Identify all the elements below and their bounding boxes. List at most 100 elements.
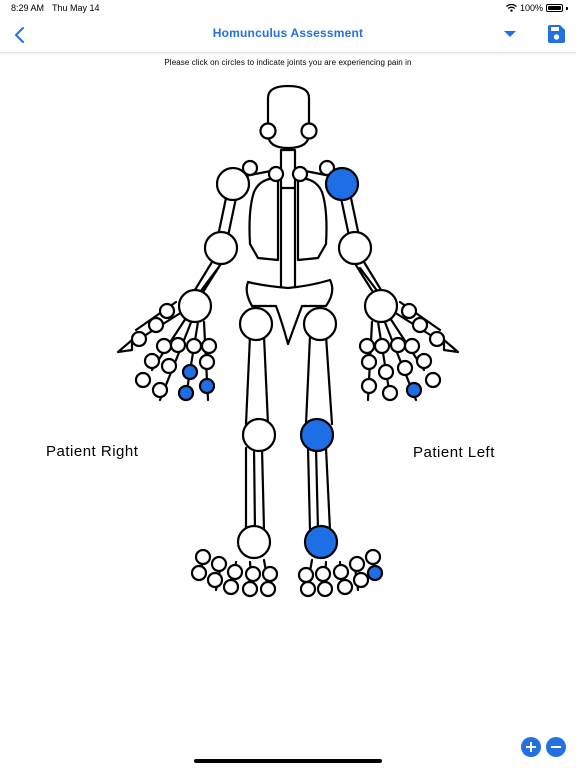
left-foot-toe-4-a[interactable] (348, 555, 366, 573)
battery-percent: 100% (519, 3, 543, 13)
right-hip-joint[interactable] (238, 306, 274, 342)
humerus-right (216, 196, 238, 238)
status-date: Thu May 14 (52, 3, 100, 13)
sternoclavicular-left-joint[interactable] (291, 165, 309, 183)
right-foot-toe-4-b[interactable] (241, 580, 259, 598)
left-elbow-joint[interactable] (337, 230, 373, 266)
left-hand-finger-5-pip[interactable] (360, 353, 378, 371)
left-foot-toe-2-a[interactable] (314, 565, 332, 583)
status-bar: 8:29 AM Thu May 14 100% (0, 0, 576, 16)
patient-left-label: Patient Left (413, 444, 495, 461)
left-foot-toe-5-a[interactable] (364, 548, 382, 566)
right-foot-toe-4-a[interactable] (244, 565, 262, 583)
right-hand-finger-2-dip[interactable] (134, 371, 152, 389)
nav-bar: Homunculus Assessment (0, 16, 576, 53)
left-hand-finger-5-mcp[interactable] (358, 337, 376, 355)
page-title: Homunculus Assessment (212, 26, 364, 40)
right-hand-finger-4-dip[interactable] (177, 384, 195, 402)
left-hand-thumb-ip[interactable] (428, 330, 446, 348)
right-foot-toe-1-b[interactable] (190, 564, 208, 582)
status-time: 8:29 AM (11, 3, 45, 13)
left-hand-finger-3-pip[interactable] (396, 359, 414, 377)
right-foot-toe-3-a[interactable] (226, 563, 244, 581)
jaw-left-joint[interactable] (300, 122, 318, 140)
right-foot-toe-1-a[interactable] (194, 548, 212, 566)
right-hand-thumb-ip[interactable] (130, 330, 148, 348)
right-foot-toe-2-b[interactable] (206, 571, 224, 589)
zoom-in-button[interactable] (521, 737, 541, 757)
right-hand-thumb-cmc[interactable] (158, 302, 176, 320)
joint-circles (130, 122, 446, 598)
right-thumb-tip (116, 338, 134, 354)
tibia-left (306, 446, 332, 532)
femur-right (244, 334, 270, 426)
right-hand-finger-3-pip[interactable] (160, 357, 178, 375)
skull (266, 84, 311, 150)
wifi-icon (506, 4, 517, 12)
left-foot-toe-5-outer[interactable] (366, 564, 384, 582)
humerus-left (339, 196, 361, 238)
right-hand-finger-3-dip[interactable] (151, 381, 169, 399)
left-hand-finger-2-mcp[interactable] (403, 337, 421, 355)
left-foot-toe-3-b[interactable] (336, 578, 354, 596)
save-button[interactable] (546, 24, 566, 44)
left-hand-finger-5-dip[interactable] (360, 377, 378, 395)
battery-icon (546, 4, 563, 12)
left-hand-thumb-cmc[interactable] (400, 302, 418, 320)
right-hand-finger-5-dip[interactable] (198, 377, 216, 395)
left-ankle-joint[interactable] (303, 524, 339, 560)
left-thumb-tip (442, 338, 460, 354)
patient-right-label: Patient Right (46, 443, 139, 460)
right-knee-joint[interactable] (241, 417, 277, 453)
left-hand-finger-3-mcp[interactable] (389, 336, 407, 354)
right-hand-finger-3-mcp[interactable] (169, 336, 187, 354)
left-hand-finger-2-dip[interactable] (424, 371, 442, 389)
left-foot-toe-2-b[interactable] (316, 580, 334, 598)
right-elbow-joint[interactable] (203, 230, 239, 266)
jaw-right-joint[interactable] (259, 122, 277, 140)
right-shoulder-joint[interactable] (215, 166, 251, 202)
left-hand-finger-4-pip[interactable] (377, 363, 395, 381)
left-hand-finger-4-dip[interactable] (405, 381, 423, 399)
pelvis (245, 278, 334, 346)
tibia-right (244, 446, 266, 532)
dropdown-button[interactable] (502, 28, 518, 40)
status-indicators: 100% (506, 3, 568, 13)
left-foot-toe-1-b[interactable] (299, 580, 317, 598)
left-wrist-joint[interactable] (363, 288, 399, 324)
right-hand-finger-5-mcp[interactable] (200, 337, 218, 355)
zoom-out-button[interactable] (546, 737, 566, 757)
femur-left (304, 334, 334, 426)
left-shoulder-joint[interactable] (324, 166, 360, 202)
right-ankle-joint[interactable] (236, 524, 272, 560)
right-hand-finger-2-pip[interactable] (143, 352, 161, 370)
back-button[interactable] (10, 24, 32, 46)
left-hip-joint[interactable] (302, 306, 338, 342)
left-foot-toe-3-a[interactable] (332, 563, 350, 581)
rib-left (296, 176, 328, 262)
left-hand-finger-2-pip[interactable] (415, 352, 433, 370)
right-hand-finger-5-pip[interactable] (198, 353, 216, 371)
right-hand-thumb-mcp[interactable] (147, 316, 165, 334)
right-foot-toe-2-a[interactable] (210, 555, 228, 573)
left-hand-finger-3-dip[interactable] (381, 384, 399, 402)
battery-tip (566, 6, 568, 10)
right-hand-finger-2-mcp[interactable] (155, 337, 173, 355)
instruction-text: Please click on circles to indicate join… (164, 58, 412, 67)
rib-right (248, 176, 280, 262)
floppy-disk-icon (548, 25, 565, 43)
left-hand-thumb-mcp[interactable] (411, 316, 429, 334)
right-foot-toe-5-a[interactable] (261, 565, 279, 583)
sternoclavicular-right-joint[interactable] (267, 165, 285, 183)
right-wrist-joint[interactable] (177, 288, 213, 324)
left-knee-joint[interactable] (299, 417, 335, 453)
right-foot-toe-5-b[interactable] (259, 580, 277, 598)
left-foot-toe-4-b[interactable] (352, 571, 370, 589)
left-hand-finger-4-mcp[interactable] (373, 337, 391, 355)
caret-down-icon (504, 31, 516, 37)
left-foot-toe-1-a[interactable] (297, 566, 315, 584)
acromio-right-joint[interactable] (241, 159, 259, 177)
right-foot-toe-3-b[interactable] (222, 578, 240, 596)
right-hand-finger-4-mcp[interactable] (185, 337, 203, 355)
right-hand-finger-4-pip[interactable] (181, 363, 199, 381)
